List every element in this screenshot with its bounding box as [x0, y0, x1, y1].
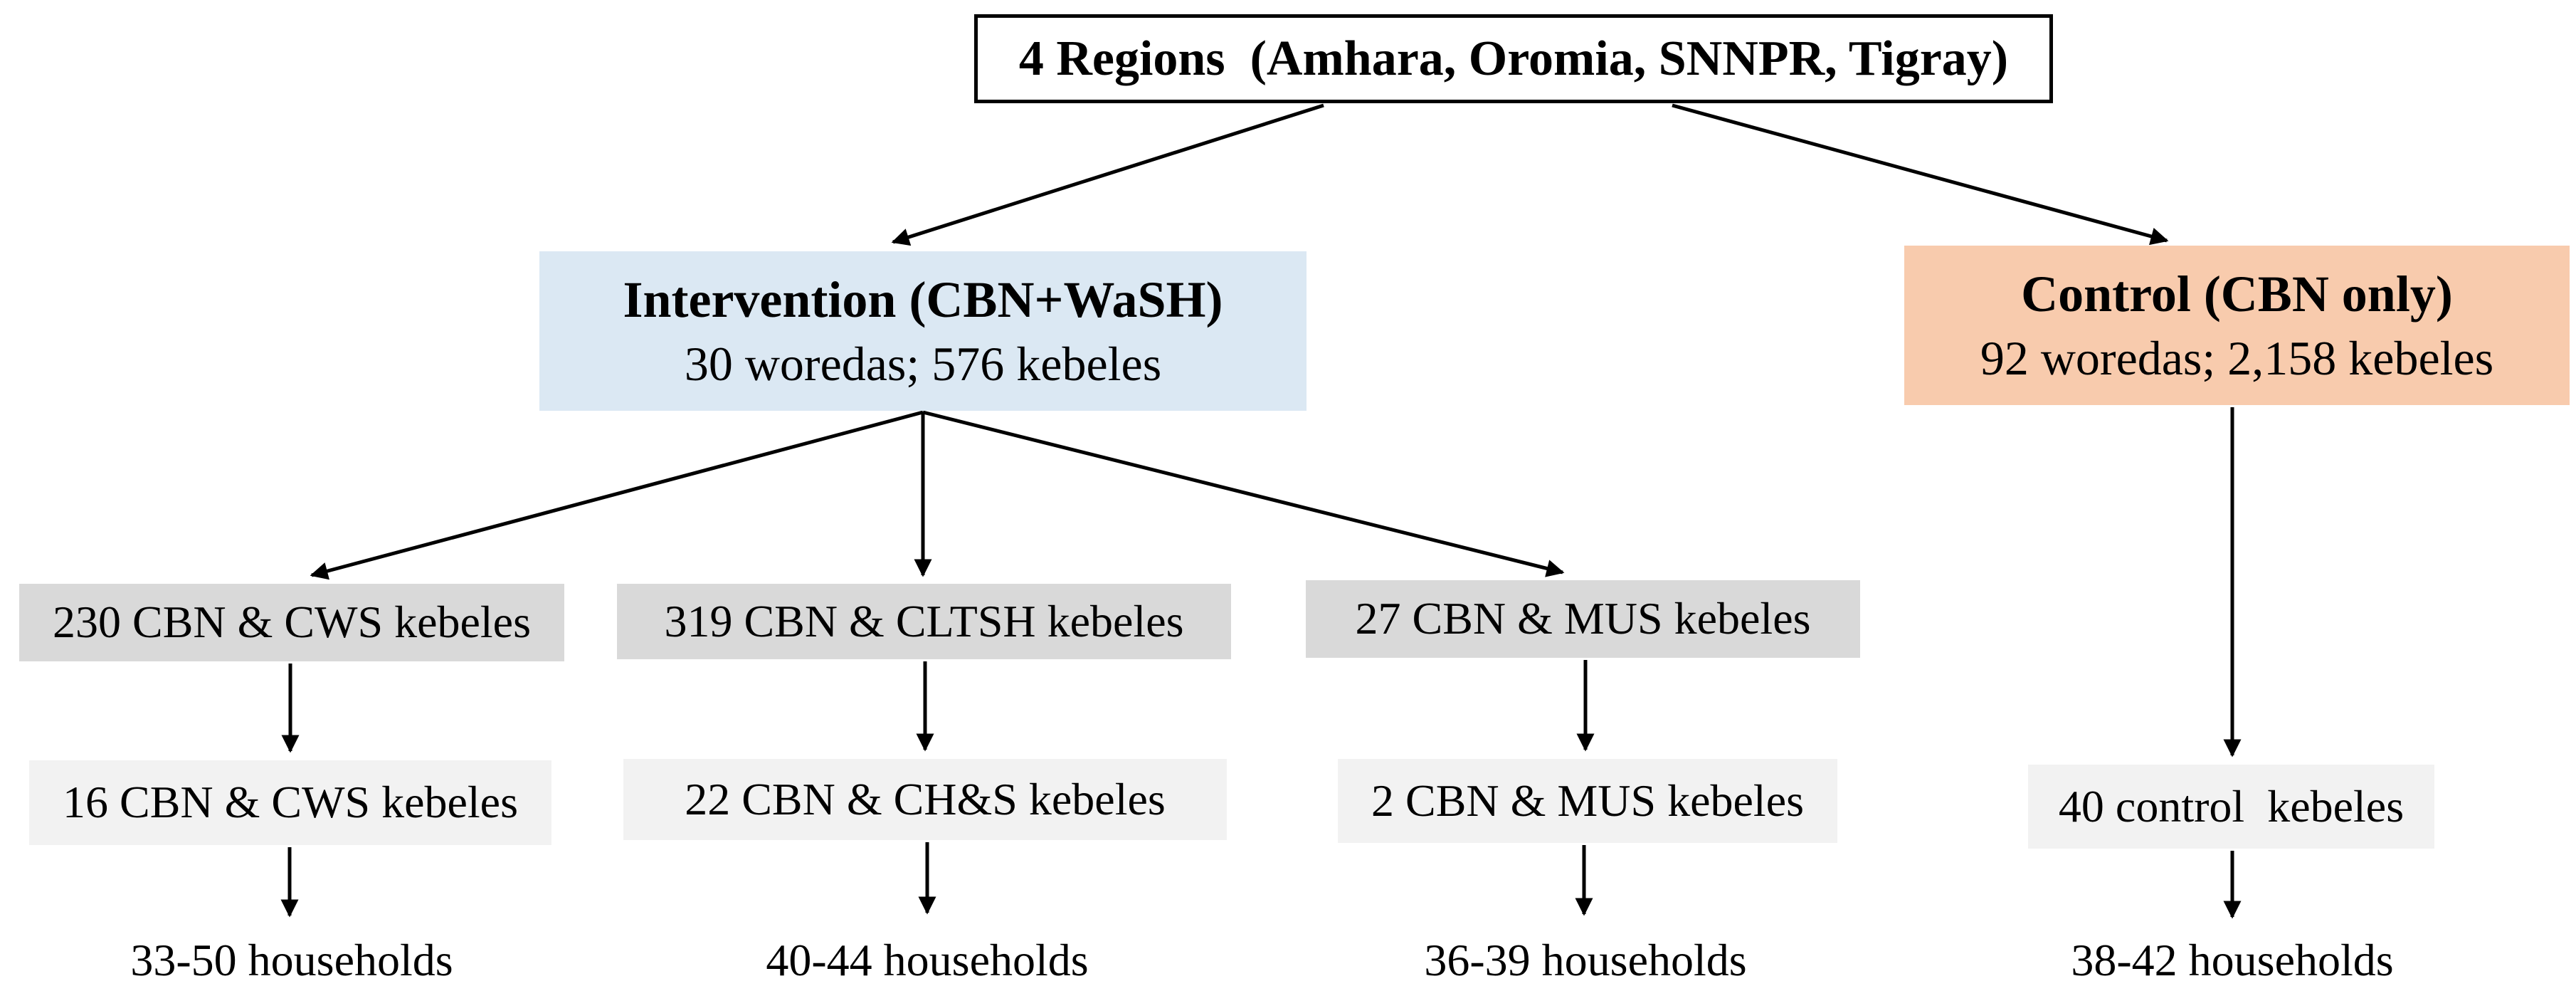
households-label-cws: 33-50 households: [130, 935, 453, 985]
sampled-box-cltsh: 22 CBN & CH&S kebeles: [623, 759, 1227, 840]
sampled-box-mus: 2 CBN & MUS kebeles: [1338, 759, 1837, 843]
households-label-cltsh: 40-44 households: [766, 935, 1089, 985]
allocated-box-cws: 230 CBN & CWS kebeles: [19, 584, 564, 661]
sampled-box-control: 40 control kebeles: [2028, 765, 2434, 849]
households-label-control: 38-42 households: [2071, 935, 2394, 985]
arrow-intervention-to-mus: [922, 410, 1565, 577]
arrow-regions-to-intervention: [891, 103, 1324, 246]
arrow-regions-to-control: [1672, 103, 2169, 246]
intervention-title: Intervention (CBN+WaSH): [623, 271, 1223, 328]
intervention-box: Intervention (CBN+WaSH) 30 woredas; 576 …: [539, 251, 1307, 411]
allocated-box-mus: 27 CBN & MUS kebeles: [1306, 580, 1860, 658]
control-title: Control (CBN only): [2021, 265, 2453, 323]
control-detail: 92 woredas; 2,158 kebeles: [1980, 331, 2494, 386]
arrow-intervention-to-cws: [310, 410, 924, 580]
sampled-box-cws: 16 CBN & CWS kebeles: [29, 760, 551, 845]
households-label-mus: 36-39 households: [1424, 935, 1747, 985]
control-box: Control (CBN only) 92 woredas; 2,158 keb…: [1904, 246, 2570, 405]
regions-box: 4 Regions (Amhara, Oromia, SNNPR, Tigray…: [974, 14, 2053, 103]
allocated-box-cltsh: 319 CBN & CLTSH kebeles: [617, 584, 1231, 659]
intervention-detail: 30 woredas; 576 kebeles: [684, 337, 1162, 392]
